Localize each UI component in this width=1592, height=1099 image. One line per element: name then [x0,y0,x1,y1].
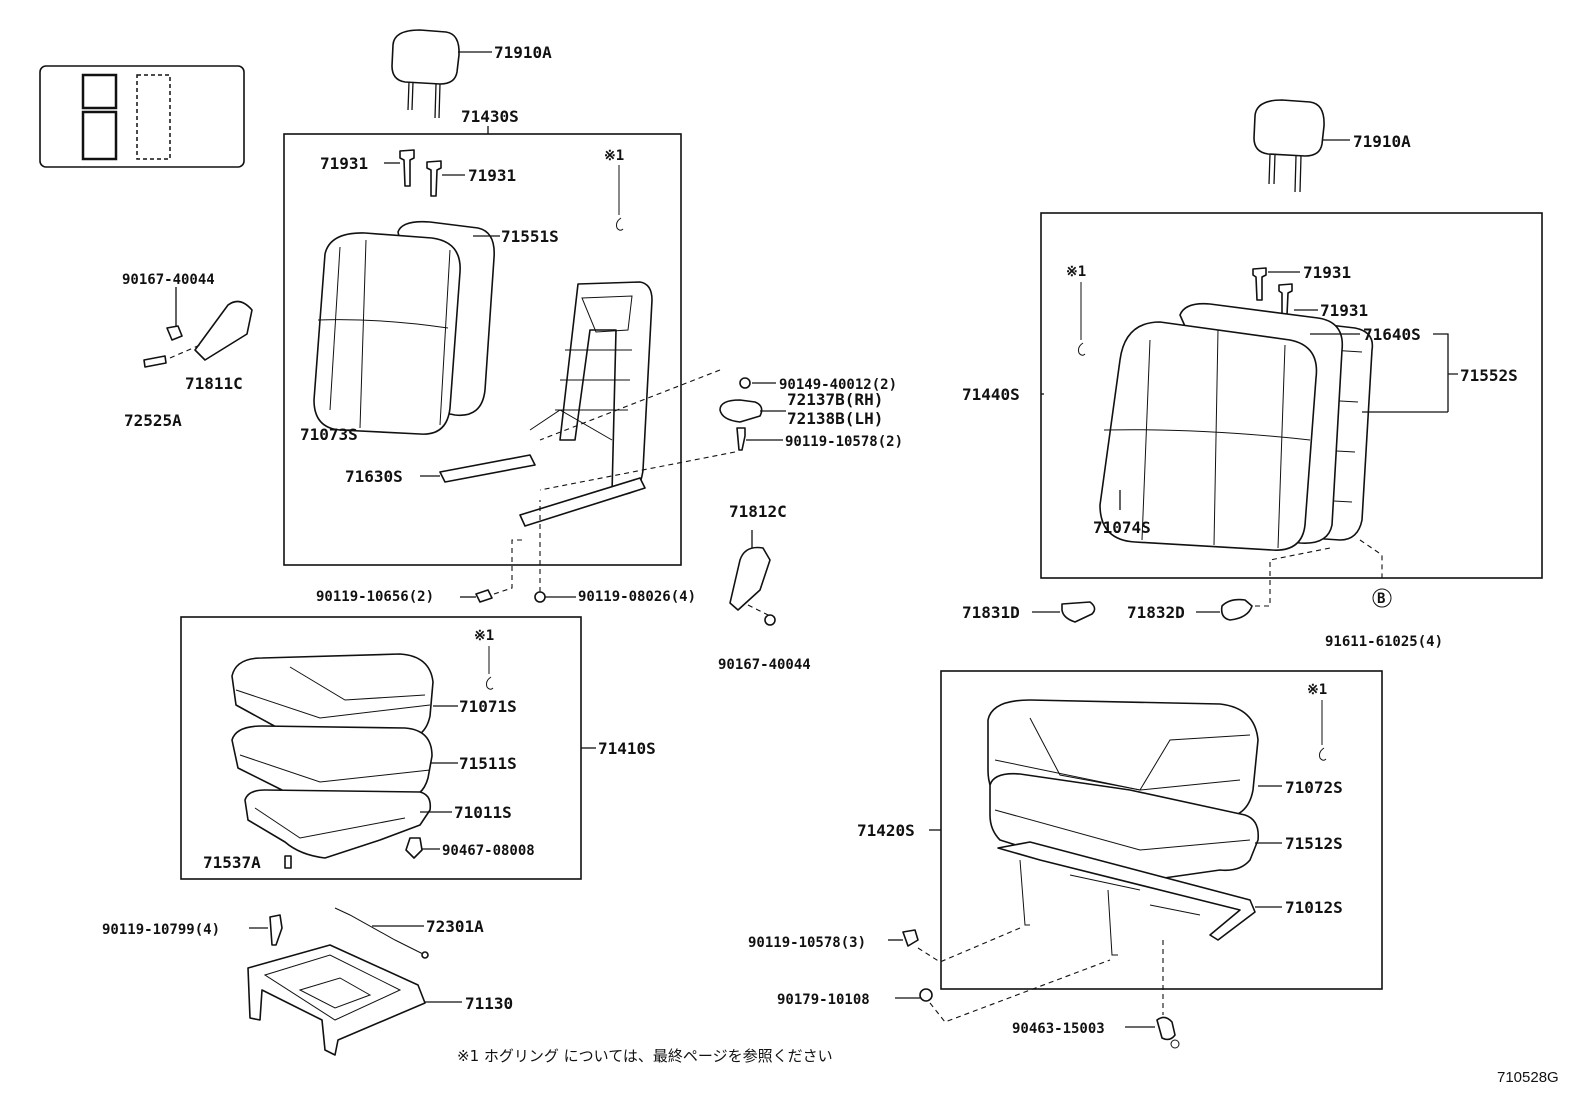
label-71410S: 71410S [598,739,656,758]
label-71931-right-1: 71931 [1303,263,1351,282]
label-71931-left-2: 71931 [468,166,516,185]
label-72137B: 72137B(RH) [787,390,883,409]
label-72301A: 72301A [426,917,484,936]
seatback-left [313,220,500,435]
label-71910A-left: 71910A [494,43,552,62]
label-71630S: 71630S [345,467,403,486]
label-72138B: 72138B(LH) [787,409,883,428]
cover-71812C [729,530,776,626]
label-71511S: 71511S [459,754,517,773]
label-71430S: 71430S [461,107,519,126]
label-71440S: 71440S [962,385,1020,404]
label-90179-10108: 90179-10108 [777,992,870,1008]
label-90149-40012: 90149-40012(2) [779,377,897,393]
label-91611-61025: 91611-61025(4) [1325,634,1443,650]
headrest-guides-right [1252,267,1318,316]
headrest-right [1253,99,1350,193]
label-71072S: 71072S [1285,778,1343,797]
label-71910A-right: 71910A [1353,132,1411,151]
footer-note: ※1 ホグリング については、最終ページを参照ください [457,1047,833,1065]
seatback-box-right [1040,212,1543,579]
label-71073S: 71073S [300,425,358,444]
label-71011S: 71011S [454,803,512,822]
label-71931-right-2: 71931 [1320,301,1368,320]
seatback-frame-left [420,281,653,527]
label-90167-40044-a: 90167-40044 [122,272,215,288]
label-71130: 71130 [465,994,513,1013]
headrest-left [391,29,492,119]
cushion-left [231,653,458,859]
label-72525A: 72525A [124,411,182,430]
label-71832D: 71832D [1127,603,1185,622]
label-90467-08008: 90467-08008 [442,843,535,859]
cover-71811C [143,287,253,368]
seat-adjuster-71130 [247,907,462,1056]
covers-71831D-71832D [1032,539,1392,623]
label-90119-10578-b: 90119-10578(3) [748,935,866,951]
diagram-reference: 710528G [1497,1069,1559,1086]
note-mark-2: ※1 [474,628,494,644]
label-71931-left-1: 71931 [320,154,368,173]
label-71640S: 71640S [1363,325,1421,344]
seatback-right [1099,302,1458,551]
label-90119-10799: 90119-10799(4) [102,922,220,938]
label-71071S: 71071S [459,697,517,716]
label-71811C: 71811C [185,374,243,393]
note-mark-4: ※1 [1307,682,1327,698]
label-71012S: 71012S [1285,898,1343,917]
seatback-box-left [283,133,682,566]
label-71512S: 71512S [1285,834,1343,853]
label-71552S: 71552S [1460,366,1518,385]
bolts-right [888,927,1180,1049]
seat-layout-icon [39,65,245,168]
hinge-parts-left [539,369,786,491]
label-71074S: 71074S [1093,518,1151,537]
label-71537A: 71537A [203,853,261,872]
label-90167-40044-b: 90167-40044 [718,657,811,673]
label-90119-10578-a: 90119-10578(2) [785,434,903,450]
b-circle-label: B [1377,591,1385,607]
note-mark-1: ※1 [604,148,624,164]
label-71812C: 71812C [729,502,787,521]
headrest-guides-left [384,149,465,197]
label-90119-08026: 90119-08026(4) [578,589,696,605]
label-90119-10656: 90119-10656(2) [316,589,434,605]
label-71831D: 71831D [962,603,1020,622]
label-90463-15003: 90463-15003 [1012,1021,1105,1037]
label-71551S: 71551S [501,227,559,246]
label-71420S: 71420S [857,821,915,840]
cushion-right [987,699,1282,956]
bolts-left [460,500,576,603]
note-mark-3: ※1 [1066,264,1086,280]
